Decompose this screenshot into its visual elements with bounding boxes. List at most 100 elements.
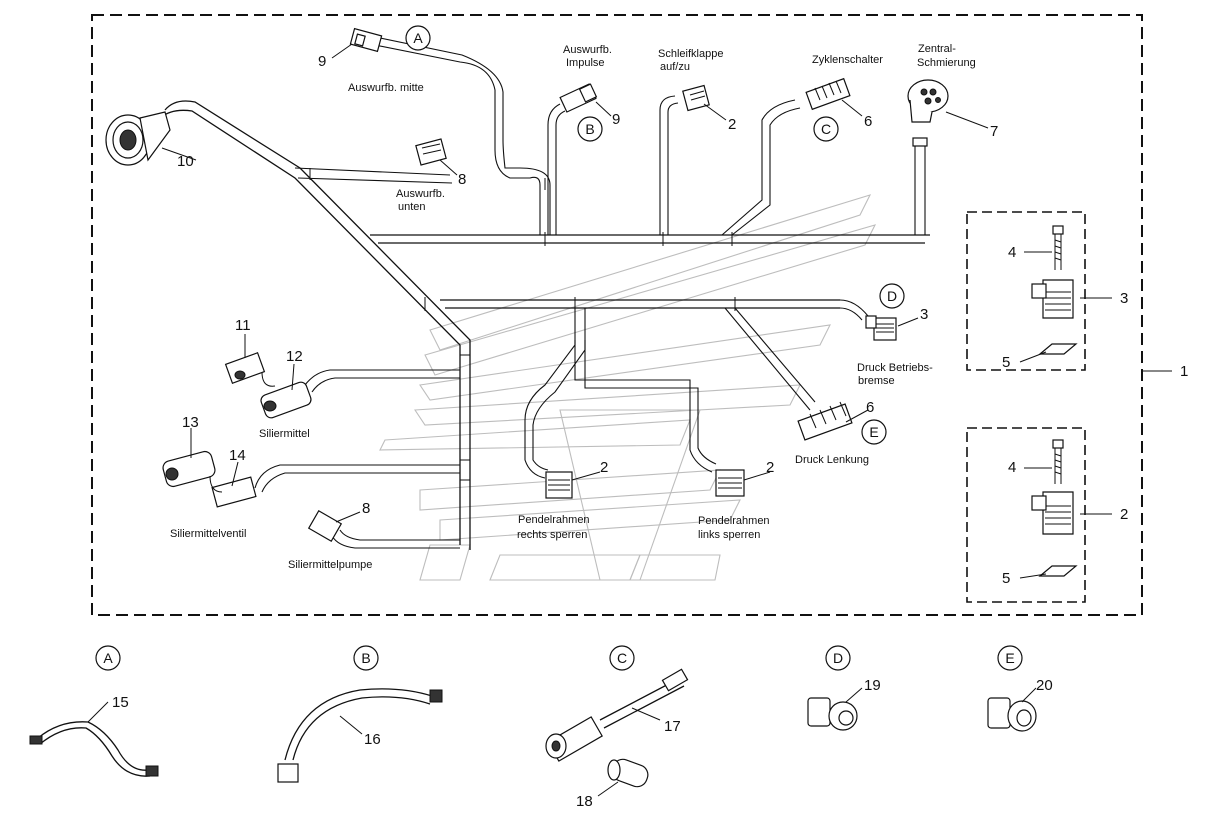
callout-13: 13 xyxy=(182,414,199,431)
label-schleifklappe-1: Schleifklappe xyxy=(658,48,723,60)
harness-trunk xyxy=(159,37,930,550)
callout-16: 16 xyxy=(364,731,381,748)
cable-16 xyxy=(277,688,443,783)
label-auswurf-impulse-1: Auswurfb. xyxy=(563,44,612,56)
callout-11: 11 xyxy=(235,317,251,334)
cable-15 xyxy=(29,721,159,777)
callout-17: 17 xyxy=(664,718,681,735)
valve-connector-2-left xyxy=(715,469,745,497)
connector-11 xyxy=(224,352,266,384)
subassembly-frame-2 xyxy=(966,427,1086,603)
callout-3-d: 3 xyxy=(920,306,928,323)
callout-2-frame: 2 xyxy=(1120,506,1128,523)
label-pendel-rechts-1: Pendelrahmen xyxy=(518,514,590,526)
connector-13 xyxy=(162,450,216,488)
connector-6-druck-lenkung xyxy=(797,401,853,441)
label-siliermittel: Siliermittel xyxy=(259,428,310,440)
valve-connector-3 xyxy=(865,315,897,341)
connector-9-top xyxy=(349,27,383,53)
label-auswurf-impulse-2: Impulse xyxy=(566,57,605,69)
circle-letter-d: D xyxy=(879,283,905,309)
circle-letter-e-detail: E xyxy=(997,645,1023,671)
callout-18: 18 xyxy=(576,793,593,810)
callout-10: 10 xyxy=(177,153,194,170)
valve-connector-2-right xyxy=(545,471,573,499)
connector-12 xyxy=(260,371,312,419)
callout-7: 7 xyxy=(990,123,998,140)
callout-6-e: 6 xyxy=(866,399,874,416)
label-druck-betriebs-2: bremse xyxy=(858,375,895,387)
callout-8-bottom: 8 xyxy=(362,500,370,517)
watermark-logo xyxy=(379,194,877,581)
callout-14: 14 xyxy=(229,447,246,464)
svg-text:B: B xyxy=(361,650,370,666)
label-pendel-rechts-2: rechts sperren xyxy=(517,529,587,541)
svg-text:C: C xyxy=(617,650,627,666)
valve-connector-2-top xyxy=(682,84,710,112)
svg-text:A: A xyxy=(413,30,423,46)
connector-8-top xyxy=(415,138,447,166)
label-auswurf-mitte: Auswurfb. mitte xyxy=(348,82,424,94)
leader-lines xyxy=(87,43,1172,797)
callout-1: 1 xyxy=(1180,363,1188,380)
circle-letter-e: E xyxy=(861,419,887,445)
circle-letter-c: C xyxy=(813,116,839,142)
callout-19: 19 xyxy=(864,677,881,694)
label-druck-betriebs-1: Druck Betriebs- xyxy=(857,362,933,374)
callout-9-b: 9 xyxy=(612,111,620,128)
circle-letter-c-detail: C xyxy=(609,645,635,671)
connector-6-top xyxy=(805,77,851,111)
callout-20: 20 xyxy=(1036,677,1053,694)
label-auswurf-unten-2: unten xyxy=(398,201,426,213)
callout-2-pendel-rechts: 2 xyxy=(600,459,608,476)
label-zentral-1: Zentral- xyxy=(918,43,956,55)
svg-text:A: A xyxy=(103,650,113,666)
adapter-17 xyxy=(545,668,689,762)
subassembly-frame-3 xyxy=(966,211,1086,371)
round-connector-7 xyxy=(907,79,949,147)
callout-3-frame: 3 xyxy=(1120,290,1128,307)
label-pendel-links-1: Pendelrahmen xyxy=(698,515,770,527)
sensor-assembly-3 xyxy=(1031,225,1078,355)
circle-letter-b: B xyxy=(577,116,603,142)
circle-letter-a-detail: A xyxy=(95,645,121,671)
label-zentral-2: Schmierung xyxy=(917,57,976,69)
plug-18 xyxy=(607,758,649,788)
svg-text:D: D xyxy=(833,650,843,666)
label-siliermittelpumpe: Siliermittelpumpe xyxy=(288,559,372,571)
svg-text:D: D xyxy=(887,288,897,304)
label-siliermittelventil: Siliermittelventil xyxy=(170,528,246,540)
connector-14 xyxy=(209,475,257,508)
label-auswurf-unten-1: Auswurfb. xyxy=(396,188,445,200)
label-druck-lenkung: Druck Lenkung xyxy=(795,454,869,466)
label-zyklenschalter: Zyklenschalter xyxy=(812,54,883,66)
sensor-19 xyxy=(807,697,858,731)
circle-letter-b-detail: B xyxy=(353,645,379,671)
callout-8-top: 8 xyxy=(458,171,466,188)
round-connector-10 xyxy=(105,111,171,166)
sensor-assembly-2 xyxy=(1031,439,1078,577)
callout-2-top: 2 xyxy=(728,116,736,133)
connector-9-b xyxy=(559,83,598,113)
callout-9-top: 9 xyxy=(318,53,326,70)
label-pendel-links-2: links sperren xyxy=(698,529,760,541)
callout-12: 12 xyxy=(286,348,303,365)
sensor-20 xyxy=(987,697,1037,732)
svg-text:E: E xyxy=(1005,650,1014,666)
callout-5-bottom: 5 xyxy=(1002,570,1010,587)
callout-4-top: 4 xyxy=(1008,244,1016,261)
svg-text:C: C xyxy=(821,121,831,137)
callout-4-bottom: 4 xyxy=(1008,459,1016,476)
svg-text:B: B xyxy=(585,121,594,137)
label-schleifklappe-2: auf/zu xyxy=(660,61,690,73)
callout-2-pendel-links: 2 xyxy=(766,459,774,476)
callout-5-top: 5 xyxy=(1002,354,1010,371)
main-assembly-frame xyxy=(91,14,1143,616)
svg-text:E: E xyxy=(869,424,878,440)
callout-15: 15 xyxy=(112,694,129,711)
circle-letter-a: A xyxy=(405,25,431,51)
callout-6-top: 6 xyxy=(864,113,872,130)
circle-letter-d-detail: D xyxy=(825,645,851,671)
connector-8-bottom xyxy=(307,510,343,542)
